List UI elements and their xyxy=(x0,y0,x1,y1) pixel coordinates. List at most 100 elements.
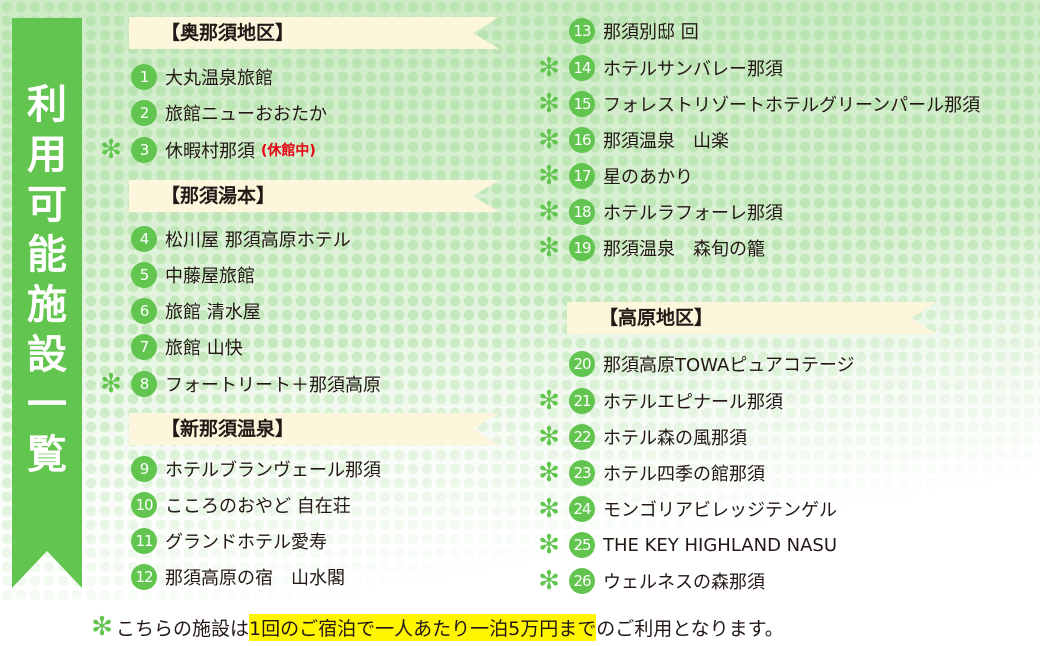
facility-name: 那須温泉 森旬の籠 xyxy=(603,239,765,260)
facility-name: 松川屋 那須高原ホテル xyxy=(165,230,351,251)
facility-name: 星のあかり xyxy=(603,167,693,188)
title-char: 施 xyxy=(27,282,67,328)
facility-name: ホテルサンバレー那須 xyxy=(603,59,783,80)
number-badge: 2 xyxy=(131,100,157,126)
facility-item: 12 那須高原の宿 山水閣 xyxy=(131,562,345,592)
note-suffix: のご利用となります。 xyxy=(596,617,784,640)
number-badge: 26 xyxy=(569,568,595,594)
facility-name: 旅館 清水屋 xyxy=(165,302,261,323)
facility-name: ホテル四季の館那須 xyxy=(603,464,765,485)
number-badge: 16 xyxy=(569,127,595,153)
number-badge: 22 xyxy=(569,424,595,450)
facility-name: ホテルラフォーレ那須 xyxy=(603,203,783,224)
number-badge: 6 xyxy=(131,298,157,324)
section-heading-okunasu: 【奥那須地区】 xyxy=(129,17,499,49)
facility-item: 5 中藤屋旅館 xyxy=(131,260,255,290)
facility-item: 2 旅館ニューおおたか xyxy=(131,98,327,128)
facility-item: 26 ウェルネスの森那須 xyxy=(569,566,765,596)
asterisk-icon: ✻ xyxy=(91,612,113,642)
facility-item: 1 大丸温泉旅館 xyxy=(131,62,273,92)
title-char: 設 xyxy=(27,332,67,378)
asterisk-icon: ✻ xyxy=(538,125,560,155)
number-badge: 7 xyxy=(131,334,157,360)
facility-name: ホテルブランヴェール那須 xyxy=(165,460,381,481)
number-badge: 20 xyxy=(569,351,595,377)
number-badge: 9 xyxy=(131,456,157,482)
number-badge: 15 xyxy=(569,91,595,117)
facility-item: 20 那須高原TOWAピュアコテージ xyxy=(569,349,855,379)
halftone-background xyxy=(0,0,1040,600)
facility-name: こころのおやど 自在荘 xyxy=(165,496,351,517)
facility-name: 那須高原の宿 山水閣 xyxy=(165,568,345,589)
number-badge: 23 xyxy=(569,460,595,486)
number-badge: 8 xyxy=(131,371,157,397)
note-prefix: こちらの施設は xyxy=(116,617,250,640)
facility-name: フォートリート＋那須高原 xyxy=(165,375,381,396)
title-char: 用 xyxy=(27,132,67,178)
number-badge: 24 xyxy=(569,496,595,522)
asterisk-icon: ✻ xyxy=(538,386,560,416)
number-badge: 17 xyxy=(569,163,595,189)
asterisk-icon: ✻ xyxy=(538,422,560,452)
note-highlight: 1回のご宿泊で一人あたり一泊5万円まで xyxy=(249,613,597,641)
facility-name: 那須高原TOWAピュアコテージ xyxy=(603,355,855,376)
facility-item: 7 旅館 山快 xyxy=(131,332,243,362)
facility-name: ホテル森の風那須 xyxy=(603,428,747,449)
title-banner: 利 用 可 能 施 設 一 覧 xyxy=(12,18,82,588)
facility-name: 那須温泉 山楽 xyxy=(603,131,729,152)
facility-name: 中藤屋旅館 xyxy=(165,266,255,287)
asterisk-icon: ✻ xyxy=(538,530,560,560)
number-badge: 13 xyxy=(569,18,595,44)
asterisk-icon: ✻ xyxy=(538,161,560,191)
asterisk-icon: ✻ xyxy=(100,369,122,399)
facility-name: 大丸温泉旅館 xyxy=(165,68,273,89)
number-badge: 19 xyxy=(569,235,595,261)
facility-item: 24 モンゴリアビレッジテンゲル xyxy=(569,494,837,524)
facility-name: ウェルネスの森那須 xyxy=(603,572,765,593)
number-badge: 3 xyxy=(131,137,157,163)
facility-name: 那須別邸 回 xyxy=(603,22,699,43)
facility-name: 旅館ニューおおたか xyxy=(165,104,327,125)
facility-name: モンゴリアビレッジテンゲル xyxy=(603,500,837,521)
facility-item: 19 那須温泉 森旬の籠 xyxy=(569,233,765,263)
title-char: 能 xyxy=(27,232,67,278)
number-badge: 1 xyxy=(131,64,157,90)
number-badge: 12 xyxy=(131,564,157,590)
asterisk-icon: ✻ xyxy=(538,494,560,524)
facility-name: グランドホテル愛寿 xyxy=(165,532,327,553)
asterisk-icon: ✻ xyxy=(538,233,560,263)
facility-item: 9 ホテルブランヴェール那須 xyxy=(131,454,381,484)
facility-item: 16 那須温泉 山楽 xyxy=(569,125,729,155)
number-badge: 5 xyxy=(131,262,157,288)
asterisk-icon: ✻ xyxy=(100,135,122,165)
facility-item: 17 星のあかり xyxy=(569,161,693,191)
facility-name: 旅館 山快 xyxy=(165,338,243,359)
facility-item: 10 こころのおやど 自在荘 xyxy=(131,490,351,520)
section-heading-shinnasu: 【新那須温泉】 xyxy=(129,413,499,445)
facility-name: THE KEY HIGHLAND NASU xyxy=(603,534,838,556)
facility-item: 13 那須別邸 回 xyxy=(569,16,699,46)
facility-item: 23 ホテル四季の館那須 xyxy=(569,458,765,488)
facility-name: 休暇村那須 xyxy=(165,141,255,162)
asterisk-icon: ✻ xyxy=(538,89,560,119)
section-heading-kogen: 【高原地区】 xyxy=(567,302,937,334)
facility-item: 15 フォレストリゾートホテルグリーンパール那須 xyxy=(569,89,980,119)
number-badge: 10 xyxy=(131,492,157,518)
number-badge: 18 xyxy=(569,199,595,225)
facility-name: ホテルエピナール那須 xyxy=(603,392,783,413)
section-heading-yumoto: 【那須湯本】 xyxy=(129,180,499,212)
title-char: 利 xyxy=(27,82,67,128)
facility-name: フォレストリゾートホテルグリーンパール那須 xyxy=(603,95,981,116)
facility-item: 8 フォートリート＋那須高原 xyxy=(131,369,381,399)
asterisk-icon: ✻ xyxy=(538,458,560,488)
asterisk-icon: ✻ xyxy=(538,53,560,83)
asterisk-icon: ✻ xyxy=(538,566,560,596)
facility-item: 22 ホテル森の風那須 xyxy=(569,422,747,452)
asterisk-icon: ✻ xyxy=(538,197,560,227)
